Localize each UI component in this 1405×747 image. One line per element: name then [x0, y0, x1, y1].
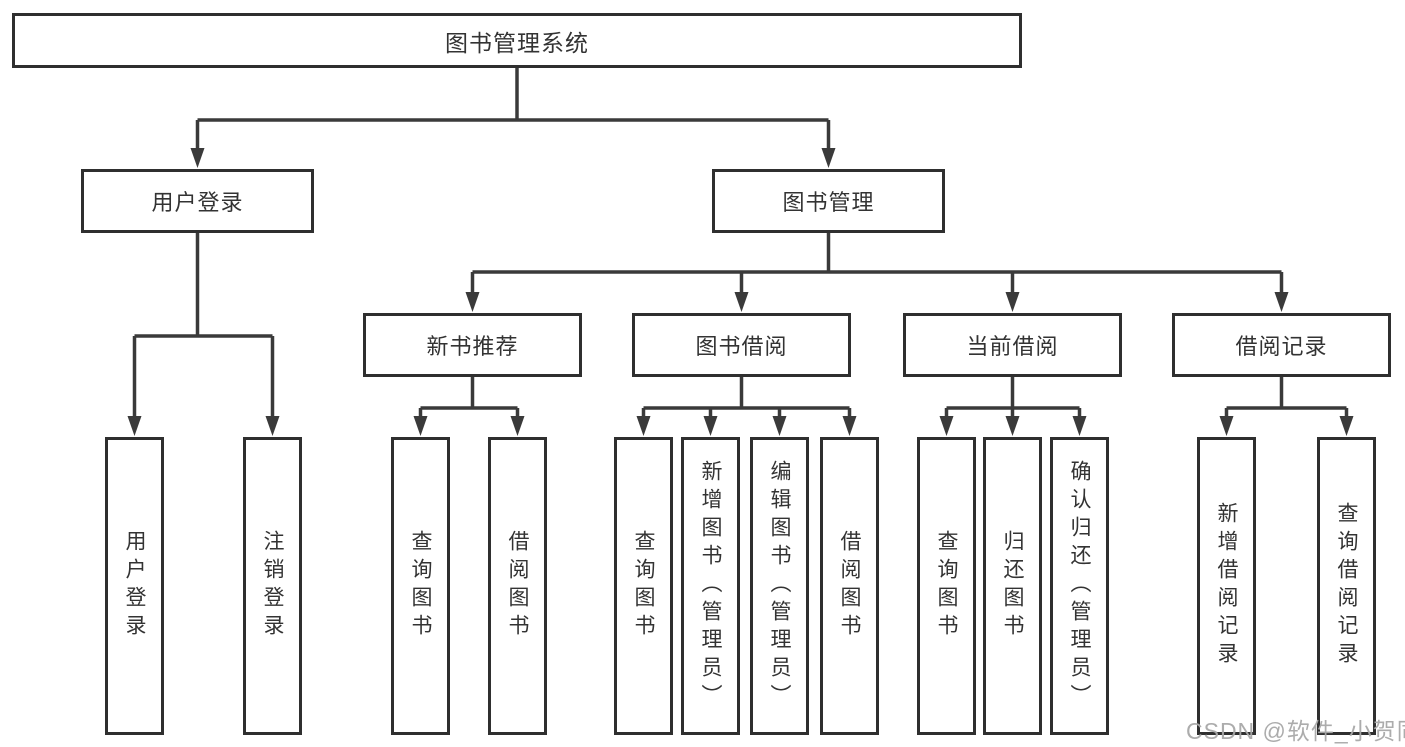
node-label: 借阅记录: [1235, 334, 1328, 359]
node-label: 图书借阅: [695, 334, 788, 359]
leaf-edit-books-admin: 编辑图书（管理员）: [750, 437, 809, 735]
leaf-logout: 注销登录: [243, 437, 302, 735]
node-label: 新增图书（管理员）: [699, 460, 722, 712]
node-label: 图书管理系统: [445, 29, 589, 56]
node-label: 归还图书: [1001, 530, 1024, 642]
leaf-query-books-recommend: 查询图书: [391, 437, 450, 735]
node-label: 新书推荐: [426, 334, 519, 359]
node-label: 编辑图书（管理员）: [768, 460, 791, 712]
node-label: 查询图书: [632, 530, 655, 642]
node-book-management: 图书管理: [712, 169, 945, 233]
node-label: 确认归还（管理员）: [1068, 460, 1091, 712]
node-borrowing-records: 借阅记录: [1172, 313, 1391, 377]
node-label: 注销登录: [261, 530, 284, 642]
node-label: 查询图书: [409, 530, 432, 642]
node-label: 查询图书: [935, 530, 958, 642]
node-user-login: 用户登录: [81, 169, 314, 233]
leaf-borrow-books-recommend: 借阅图书: [488, 437, 547, 735]
csdn-watermark: CSDN @软件_小贺同学: [1186, 718, 1405, 744]
node-label: 图书管理: [782, 190, 875, 215]
node-library-management-system: 图书管理系统: [12, 13, 1022, 68]
leaf-return-books: 归还图书: [983, 437, 1042, 735]
node-label: 新增借阅记录: [1215, 502, 1238, 670]
node-book-borrowing: 图书借阅: [632, 313, 851, 377]
node-label: 用户登录: [151, 190, 244, 215]
leaf-query-books-borrow: 查询图书: [614, 437, 673, 735]
leaf-confirm-return-admin: 确认归还（管理员）: [1050, 437, 1109, 735]
node-new-book-recommend: 新书推荐: [363, 313, 582, 377]
leaf-query-borrow-record: 查询借阅记录: [1317, 437, 1376, 735]
leaf-user-login: 用户登录: [105, 437, 164, 735]
node-label: 当前借阅: [966, 334, 1059, 359]
node-label: 借阅图书: [506, 530, 529, 642]
node-label: 借阅图书: [838, 530, 861, 642]
leaf-query-books-current: 查询图书: [917, 437, 976, 735]
leaf-add-books-admin: 新增图书（管理员）: [681, 437, 740, 735]
leaf-borrow-books: 借阅图书: [820, 437, 879, 735]
node-label: 查询借阅记录: [1335, 502, 1358, 670]
leaf-add-borrow-record: 新增借阅记录: [1197, 437, 1256, 735]
node-label: 用户登录: [123, 530, 146, 642]
node-current-borrowing: 当前借阅: [903, 313, 1122, 377]
